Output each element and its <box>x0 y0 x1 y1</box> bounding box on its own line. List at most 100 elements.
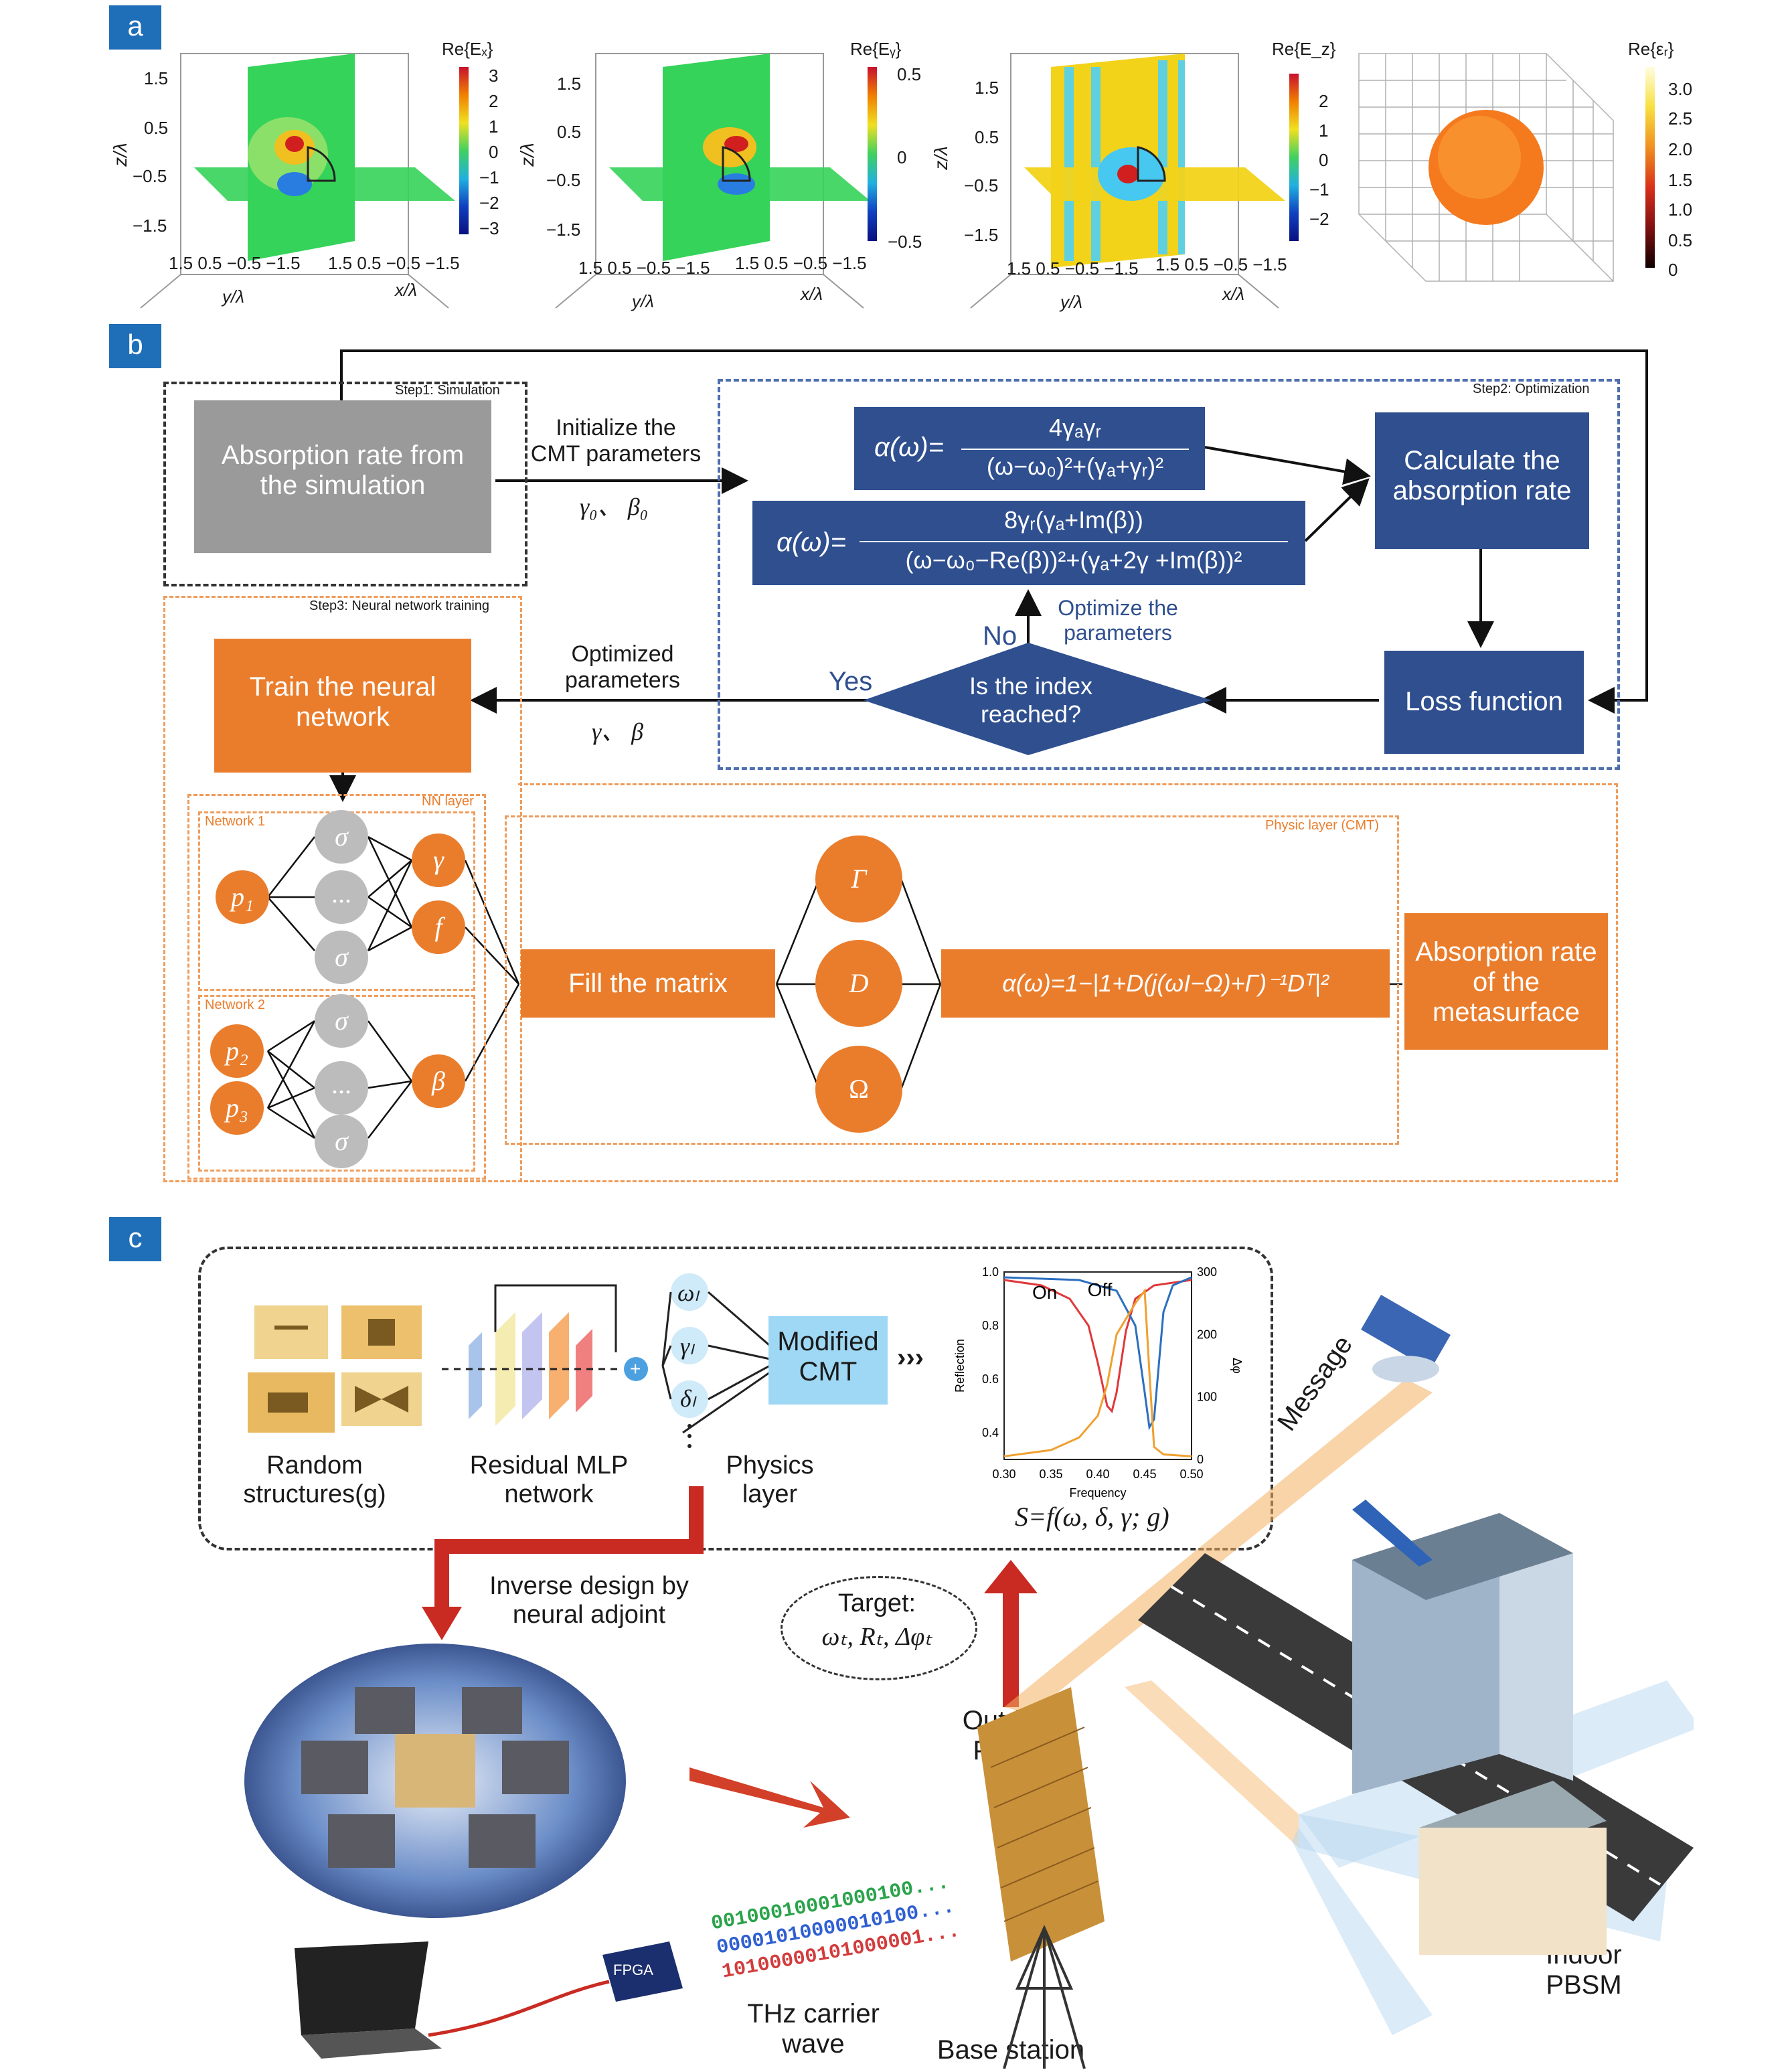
cbar-tick-2-0: 0.5 <box>897 64 922 84</box>
alpha-formula-box: α(ω)=1−|1+D(j(ωI−Ω)+Γ)⁻¹Dᵀ|² <box>941 949 1390 1018</box>
designs-ellipse <box>244 1644 626 1918</box>
xlabel-2: x/λ <box>801 284 823 304</box>
eq2-num: 8γᵣ(γₐ+Im(β)) <box>1004 506 1143 534</box>
eq1-bar <box>961 449 1189 450</box>
ylabel-2: y/λ <box>632 291 655 311</box>
node-sigma-1b: σ <box>315 931 368 984</box>
y2-tick-label: 100 <box>1197 1390 1217 1404</box>
y-tick-label: 0.8 <box>982 1319 999 1332</box>
network2-label: Network 2 <box>205 998 266 1012</box>
cbar-tick-3-0: 2 <box>1319 91 1329 111</box>
arrow-into-chart: ››› <box>897 1343 924 1372</box>
z-tick-3-0: 1.5 <box>975 78 999 98</box>
optimize-label: Optimize the parameters <box>1058 596 1178 645</box>
y2-tick-label: 0 <box>1197 1453 1204 1466</box>
node-dots-2: ... <box>315 1061 368 1115</box>
z-tick-1-1: 0.5 <box>144 118 169 138</box>
no-label: No <box>983 621 1017 651</box>
colorbar-1 <box>459 67 469 234</box>
z-tick-2-0: 1.5 <box>557 74 582 94</box>
eq2-bar <box>860 541 1288 542</box>
step1-region <box>163 382 527 586</box>
annotation-off: Off <box>1088 1279 1113 1300</box>
pipeline-region <box>198 1247 1273 1550</box>
node-sigma-1a: σ <box>315 810 368 864</box>
calc-box: Calculate the absorption rate <box>1375 412 1589 549</box>
cbar-tick-4-2: 2.0 <box>1668 139 1693 159</box>
z-tick-2-1: 0.5 <box>557 122 582 142</box>
chart-frame <box>1003 1271 1192 1460</box>
y-ticks-1: 1.5 0.5 −0.5 −1.5 <box>169 253 301 273</box>
eq1-lhs: α(ω)= <box>874 432 944 462</box>
node-sigma-2a: σ <box>315 994 368 1048</box>
y-axis-label: Reflection <box>953 1339 967 1392</box>
cbar-tick-1-2: 1 <box>489 116 499 137</box>
y2-tick-label: 300 <box>1197 1265 1217 1279</box>
node-p1: p₁ <box>216 870 269 924</box>
z-tick-1-3: −1.5 <box>133 216 167 236</box>
target-values: ωₜ, Rₜ, Δφₜ <box>821 1623 932 1651</box>
opt-params: γ、 β <box>592 718 644 745</box>
city-scene <box>295 1295 1694 2069</box>
x-tick-label: 0.45 <box>1133 1467 1156 1481</box>
delta-l: δₗ <box>680 1385 696 1412</box>
eq2-box: α(ω)= 8γᵣ(γₐ+Im(β)) (ω−ω₀−Re(β))²+(γₐ+2γ… <box>752 501 1305 585</box>
field-plot-ey <box>555 53 870 309</box>
eq1-den: (ω−ω₀)²+(γₐ+γᵣ)² <box>986 453 1164 480</box>
eq1-box: α(ω)= 4γₐγᵣ (ω−ω₀)²+(γₐ+γᵣ)² <box>854 407 1205 490</box>
node-Gamma: Γ <box>815 835 902 923</box>
yes-label: Yes <box>829 667 873 696</box>
step2-region <box>718 379 1620 770</box>
y-tick-label: 0.6 <box>982 1372 999 1386</box>
svg-text:+: + <box>630 1358 641 1379</box>
init-params: γ₀、 β₀ <box>580 493 649 520</box>
cbar-tick-2-1: 0 <box>897 147 907 167</box>
y-tick-label: 0.4 <box>982 1426 999 1439</box>
cbar-title-2: Re{Eᵧ} <box>850 39 902 59</box>
series-line-Δφ <box>1003 1287 1192 1457</box>
x-tick-label: 0.35 <box>1039 1467 1062 1481</box>
absorption-meta-box: Absorption rate of the metasurface <box>1404 913 1608 1050</box>
target-ellipse <box>781 1576 977 1680</box>
cbar-title-4: Re{εᵣ} <box>1628 39 1674 59</box>
thz-label: THz carrier wave <box>747 1999 880 2059</box>
s-formula: S=f(ω, δ, γ; g) <box>1015 1502 1169 1532</box>
cbar-tick-3-2: 0 <box>1319 150 1329 170</box>
node-dots-1: ... <box>315 870 368 924</box>
nn-layer-region <box>187 794 486 1180</box>
target-title: Target: <box>837 1589 916 1617</box>
ylabel-3: y/λ <box>1060 292 1083 312</box>
node-p3: p₃ <box>210 1081 264 1135</box>
cbar-tick-1-6: −3 <box>479 218 499 238</box>
fpga-label: FPGA <box>613 1962 653 1978</box>
physic-layer-region <box>505 815 1399 1145</box>
physic-layer-label: Physic layer (CMT) <box>1265 818 1380 833</box>
cbar-tick-3-4: −2 <box>1309 209 1329 229</box>
step3-extension <box>518 783 1618 1182</box>
eq1-num: 4γₐγᵣ <box>1048 414 1102 441</box>
random-structures-label: Random structures(g) <box>243 1451 386 1508</box>
physics-nodes-art <box>661 1273 770 1448</box>
network1-label: Network 1 <box>205 814 266 829</box>
x-ticks-2: 1.5 0.5 −0.5 −1.5 <box>735 253 867 273</box>
residual-mlp-label: Residual MLP network <box>469 1451 629 1508</box>
inverse-design-arrow <box>422 1486 704 1640</box>
init-label: Initialize the CMT parameters <box>530 415 702 467</box>
panel-b-tag: b <box>109 324 161 368</box>
colorbar-2 <box>868 67 877 241</box>
cbar-tick-1-3: 0 <box>489 142 499 162</box>
colorbar-3 <box>1289 74 1299 241</box>
step1-label: Step1: Simulation <box>395 383 500 398</box>
sim-box: Absorption rate from the simulation <box>194 400 491 553</box>
step3-region <box>163 596 522 1182</box>
up-arrow <box>984 1560 1038 1707</box>
step3-label: Step3: Neural network training <box>309 599 490 613</box>
x-ticks-1: 1.5 0.5 −0.5 −1.5 <box>328 253 460 273</box>
node-beta: β <box>412 1054 465 1108</box>
residual-mlp-art: + <box>442 1284 648 1426</box>
z-tick-3-1: 0.5 <box>975 127 999 147</box>
omega-l: ωₗ <box>677 1279 699 1306</box>
right-arrow <box>689 1767 850 1828</box>
node-gamma: γ <box>412 833 465 887</box>
